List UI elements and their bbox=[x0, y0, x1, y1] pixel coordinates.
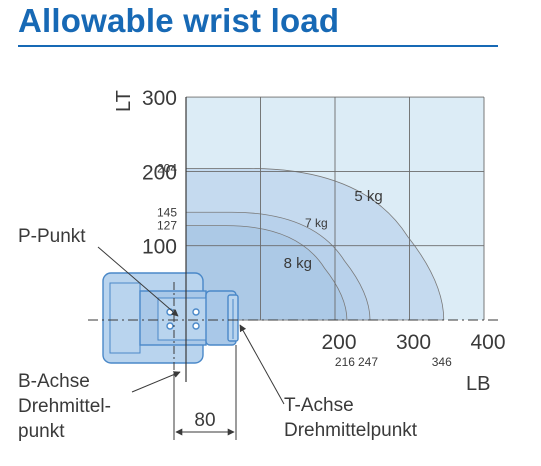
x-small-tick-label: 216 bbox=[335, 355, 355, 369]
y-small-tick-label: 145 bbox=[157, 205, 177, 219]
x-small-tick-label: 247 bbox=[358, 355, 378, 369]
dim-label-80: 80 bbox=[194, 410, 215, 431]
y-small-tick-label: 204 bbox=[157, 161, 177, 175]
x-small-tick-label: 346 bbox=[432, 355, 452, 369]
y-small-tick-label: 127 bbox=[157, 219, 177, 233]
b-achse-leader bbox=[131, 371, 181, 393]
y-tick-label: 300 bbox=[142, 87, 177, 110]
b-achse-label-line2: Drehmittel- bbox=[18, 396, 111, 417]
x-tick-label: 200 bbox=[321, 331, 356, 354]
y-tick-label: 100 bbox=[142, 236, 177, 259]
title-underline bbox=[18, 45, 498, 47]
t-achse-label-line1: T-Achse bbox=[284, 395, 354, 416]
chart-grid bbox=[186, 96, 485, 320]
x-tick-label: 300 bbox=[396, 331, 431, 354]
wrist-flange-illustration bbox=[102, 272, 239, 372]
region-label-8kg: 8 kg bbox=[284, 255, 312, 272]
p-punkt-label: P-Punkt bbox=[18, 226, 86, 247]
t-achse-label-line2: Drehmittelpunkt bbox=[284, 420, 418, 441]
region-label-5kg: 5 kg bbox=[354, 188, 382, 205]
region-label-7kg: 7 kg bbox=[305, 216, 328, 230]
t-achse-leader bbox=[239, 324, 285, 405]
x-axis-label: LB bbox=[466, 373, 490, 395]
b-achse-label-line1: B-Achse bbox=[18, 371, 90, 392]
x-tick-label: 400 bbox=[470, 331, 505, 354]
p-punkt-leader bbox=[97, 246, 179, 317]
page-title: Allowable wrist load bbox=[18, 2, 340, 39]
y-axis-label: LT bbox=[113, 90, 135, 112]
y-tick-label: 200 bbox=[142, 161, 177, 184]
b-achse-label-line3: punkt bbox=[18, 421, 65, 442]
